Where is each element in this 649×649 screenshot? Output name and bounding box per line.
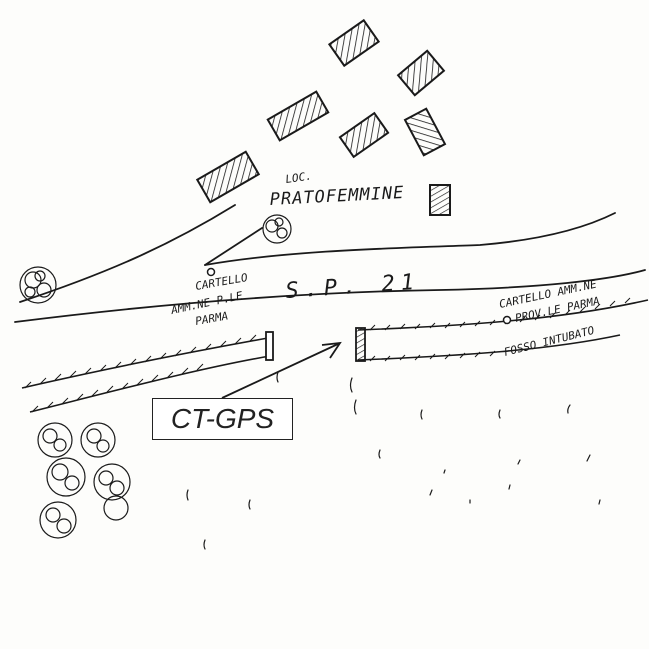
building-2 [396, 49, 446, 97]
labels: LOC. PRATOFEMMINE S.P. 21 CARTELLO AMM.N… [169, 169, 601, 359]
culvert-end-right [355, 327, 366, 362]
sign-left-marker [206, 267, 216, 277]
road-sp21 [14, 204, 646, 323]
sign-markers [206, 267, 512, 325]
building-3 [266, 90, 330, 142]
building-4 [338, 111, 390, 159]
tree-cluster [37, 422, 131, 539]
tree-loc [262, 214, 292, 244]
ditch-left-hatch [24, 334, 257, 413]
side-road [204, 227, 263, 266]
arrow-shaft [221, 343, 339, 399]
pointer-arrow [221, 341, 342, 399]
buildings-group [195, 18, 451, 216]
building-5 [403, 107, 447, 157]
ditch-left-bottom [29, 355, 271, 413]
road-label: S.P. 21 [285, 270, 421, 304]
road-edge-top-right [204, 212, 616, 266]
road-edge-bottom [14, 269, 646, 323]
trees-group [19, 214, 292, 539]
building-1 [327, 18, 381, 68]
field-marks [186, 371, 601, 550]
road-edge-top [19, 204, 236, 303]
ct-gps-label: CT-GPS [170, 403, 275, 434]
culvert-end-left [265, 331, 274, 361]
building-6 [195, 150, 261, 204]
locality-label-line2: PRATOFEMMINE [269, 183, 405, 210]
arrow-head [321, 341, 342, 359]
building-7 [429, 184, 451, 216]
tree-left-single [19, 266, 57, 304]
ct-gps-label-box: CT-GPS [152, 398, 293, 440]
ditch-left [21, 331, 274, 413]
locality-label-line1: LOC. [285, 169, 313, 186]
sign-left-line3: PARMA [194, 309, 229, 328]
sign-right-marker [502, 315, 512, 325]
ditch-right-bottom [357, 334, 621, 361]
